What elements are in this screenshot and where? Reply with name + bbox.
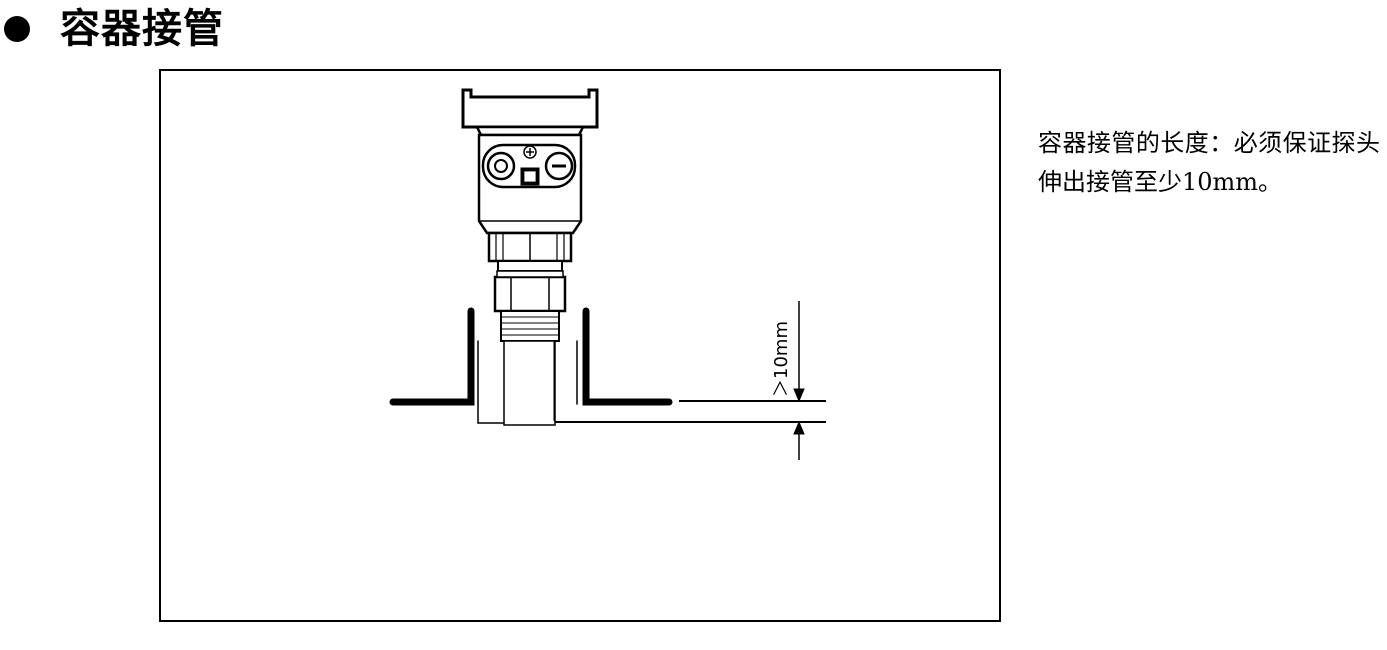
plus-circle-icon (523, 145, 537, 159)
cable-gland-icon (486, 151, 516, 181)
display-window-icon (520, 167, 540, 186)
nozzle-note: 容器接管的长度：必须保证探头伸出接管至少10mm。 (1038, 129, 1380, 196)
nozzle-diagram-frame: ＞10mm (159, 69, 1001, 622)
section-title: 容器接管 (60, 6, 224, 52)
section-heading: 容器接管 (0, 4, 224, 54)
dimension-label: ＞10mm (771, 321, 792, 397)
nozzle-diagram: ＞10mm (389, 88, 826, 460)
minus-circle-icon (544, 151, 574, 181)
reference-lines (555, 400, 826, 423)
vessel-nozzle (389, 307, 673, 424)
dimension-arrows (793, 301, 805, 460)
bullet-icon (4, 16, 30, 42)
